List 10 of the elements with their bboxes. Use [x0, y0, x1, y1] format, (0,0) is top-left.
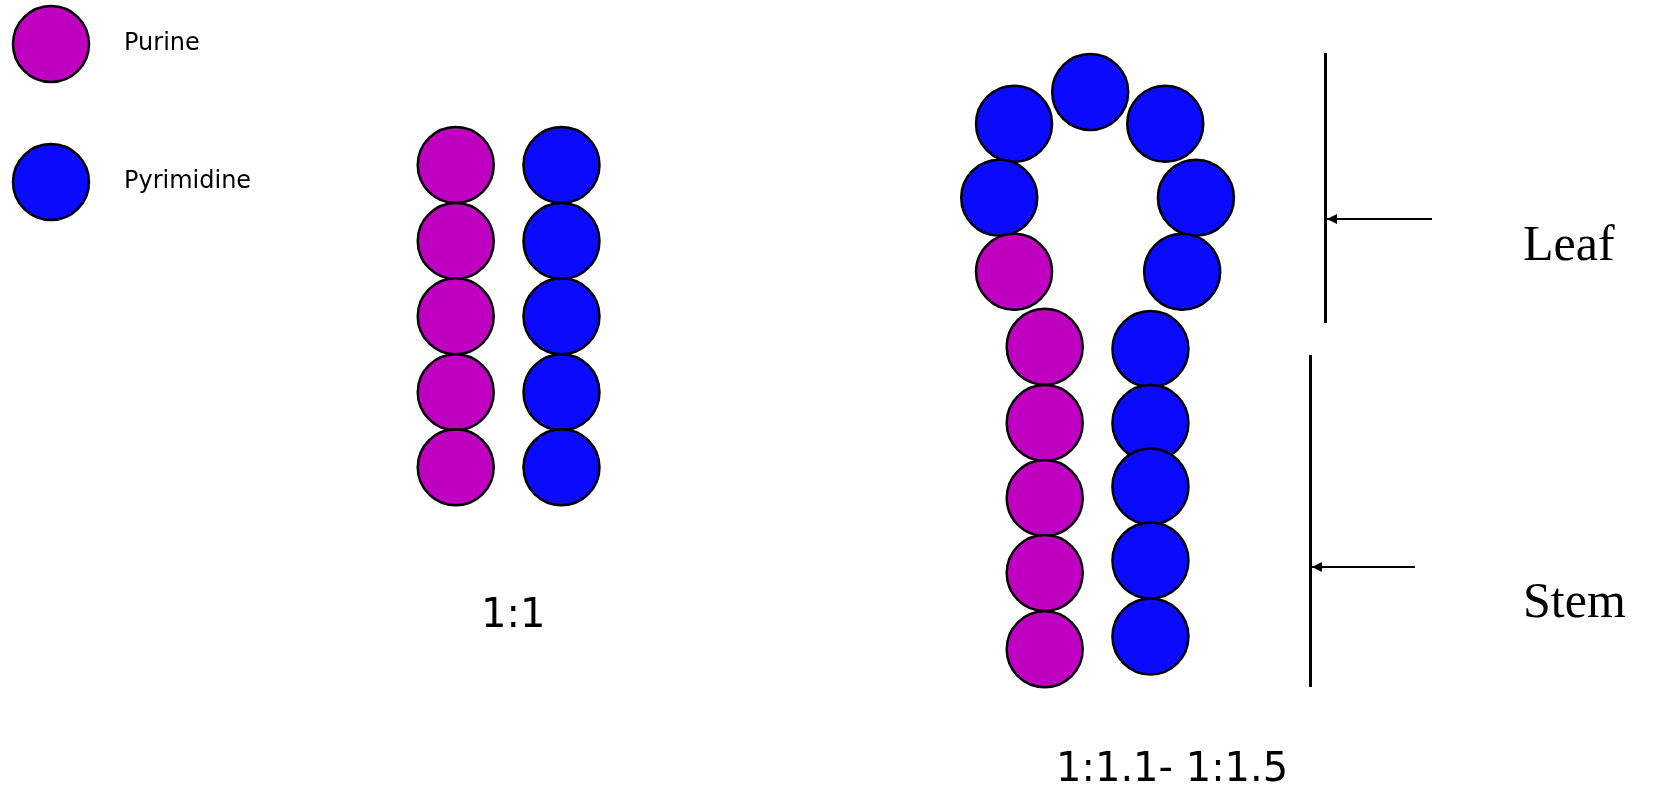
- ratio-label: 1:1: [481, 593, 546, 633]
- legend-label: Pyrimidine: [124, 168, 252, 192]
- legend-label: Purine: [124, 30, 200, 54]
- bracket-line: [1323, 53, 1327, 323]
- region-label: Stem: [1523, 575, 1626, 625]
- ratio-label: 1:1.1- 1:1.5: [1056, 747, 1289, 787]
- arrow: [1311, 562, 1416, 572]
- bracket-line: [1308, 355, 1312, 687]
- arrow: [1326, 214, 1433, 224]
- region-label: Leaf: [1523, 218, 1615, 268]
